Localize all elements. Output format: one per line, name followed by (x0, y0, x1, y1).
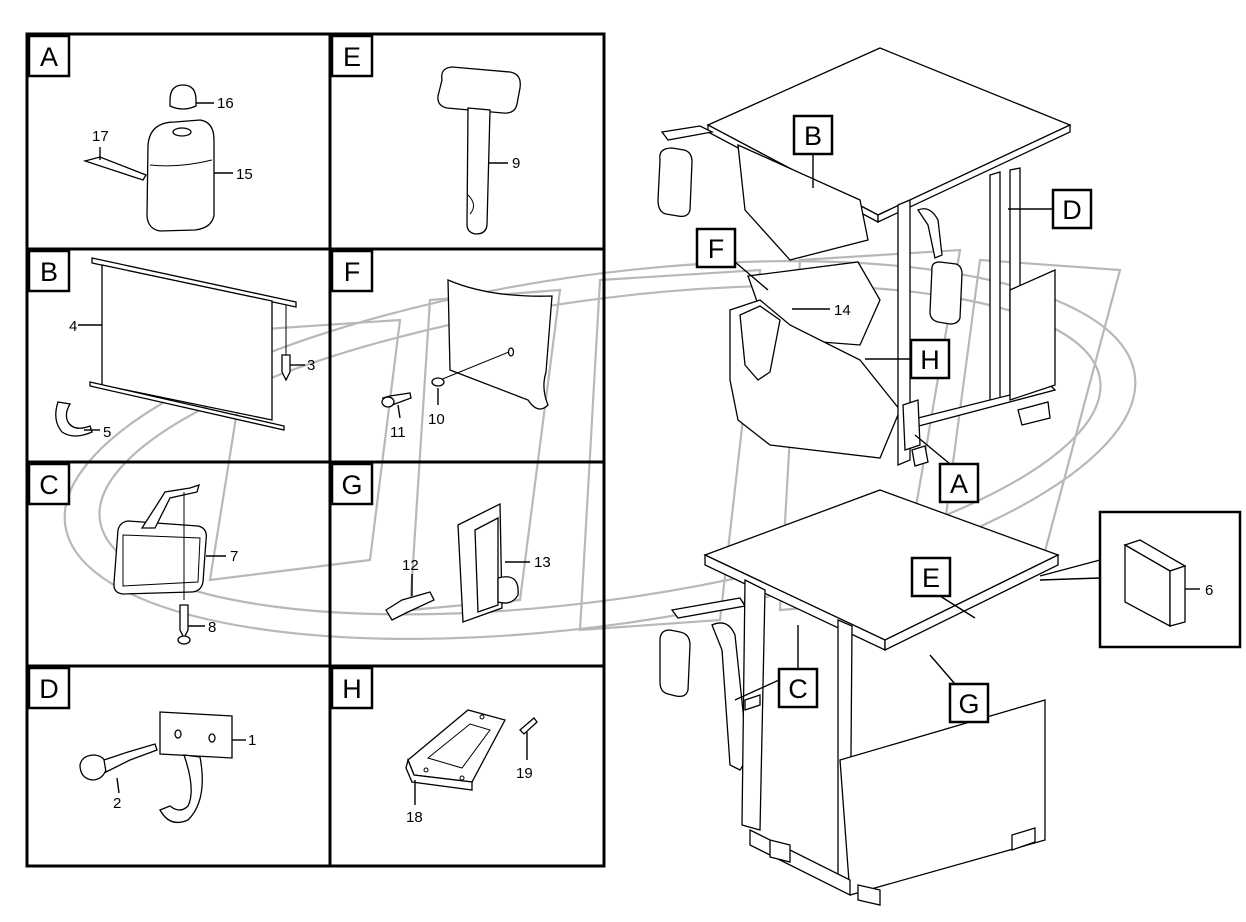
svg-text:18: 18 (406, 809, 423, 826)
svg-text:19: 19 (516, 765, 533, 782)
svg-text:G: G (958, 689, 979, 719)
callout-14-top: 14 (792, 302, 851, 319)
main-callouts: B D F 14 H A E (695, 114, 1093, 724)
panel-g-latch: 12 13 (385, 502, 551, 623)
svg-text:12: 12 (402, 557, 419, 574)
svg-text:D: D (1062, 195, 1082, 225)
svg-text:10: 10 (428, 411, 445, 428)
svg-text:H: H (920, 345, 940, 375)
svg-text:A: A (40, 42, 58, 72)
svg-text:F: F (708, 234, 725, 264)
callout-f-top: F (695, 227, 769, 291)
panel-d-hook: 1 2 (79, 711, 256, 824)
svg-text:B: B (804, 121, 822, 151)
panel-a-reservoir: 16 17 15 (82, 84, 253, 232)
panel-letter-boxes: A E B F C G D H (27, 34, 374, 710)
panel-e-label: E (330, 34, 374, 78)
panel-b-sunblind: 4 3 5 (55, 257, 315, 441)
svg-text:H: H (342, 674, 362, 704)
panel-e-hammer: 9 (437, 66, 521, 235)
callout-h-top: H (865, 338, 951, 380)
panel-a-label: A (27, 34, 71, 78)
svg-text:13: 13 (534, 554, 551, 571)
svg-text:5: 5 (103, 424, 111, 441)
callout-b-top: B (792, 114, 834, 188)
svg-text:F: F (344, 257, 361, 287)
panel-c-mirror: 7 8 (113, 483, 238, 645)
svg-text:15: 15 (236, 166, 253, 183)
svg-text:E: E (922, 563, 940, 593)
top-cab-assembly (657, 47, 1072, 467)
panel-f-label: F (330, 249, 374, 293)
svg-text:G: G (341, 470, 362, 500)
svg-text:17: 17 (92, 128, 109, 145)
callout-c-bottom: C (734, 625, 819, 709)
svg-text:14: 14 (834, 302, 851, 319)
callout-e-bottom: E (910, 556, 976, 619)
svg-text:16: 16 (217, 95, 234, 112)
panel-d-label: D (27, 666, 71, 710)
callout-g-bottom: G (929, 654, 990, 724)
callout-a-top: A (914, 434, 980, 504)
svg-text:C: C (39, 470, 59, 500)
panel-h-label: H (330, 666, 374, 710)
part-6-detail-box: 6 (1039, 510, 1242, 649)
panel-h-bracket: 19 18 (405, 709, 538, 826)
svg-text:9: 9 (512, 155, 520, 172)
panel-f-plate: 11 10 (381, 279, 553, 441)
svg-text:D: D (39, 674, 59, 704)
svg-text:4: 4 (69, 318, 77, 335)
svg-text:E: E (343, 42, 361, 72)
svg-text:7: 7 (230, 548, 238, 565)
svg-text:6: 6 (1205, 582, 1213, 599)
callout-d-top: D (1008, 188, 1093, 230)
panel-g-label: G (330, 462, 374, 506)
panel-c-label: C (27, 462, 71, 506)
bottom-cab-assembly (659, 489, 1060, 906)
svg-text:3: 3 (307, 357, 315, 374)
svg-text:1: 1 (248, 732, 256, 749)
svg-text:11: 11 (390, 424, 406, 441)
panel-b-label: B (27, 249, 71, 293)
panel-grid (25, 32, 606, 868)
svg-text:2: 2 (113, 795, 121, 812)
svg-text:8: 8 (208, 619, 216, 636)
svg-text:B: B (40, 257, 58, 287)
svg-text:A: A (950, 469, 968, 499)
svg-text:C: C (788, 674, 808, 704)
